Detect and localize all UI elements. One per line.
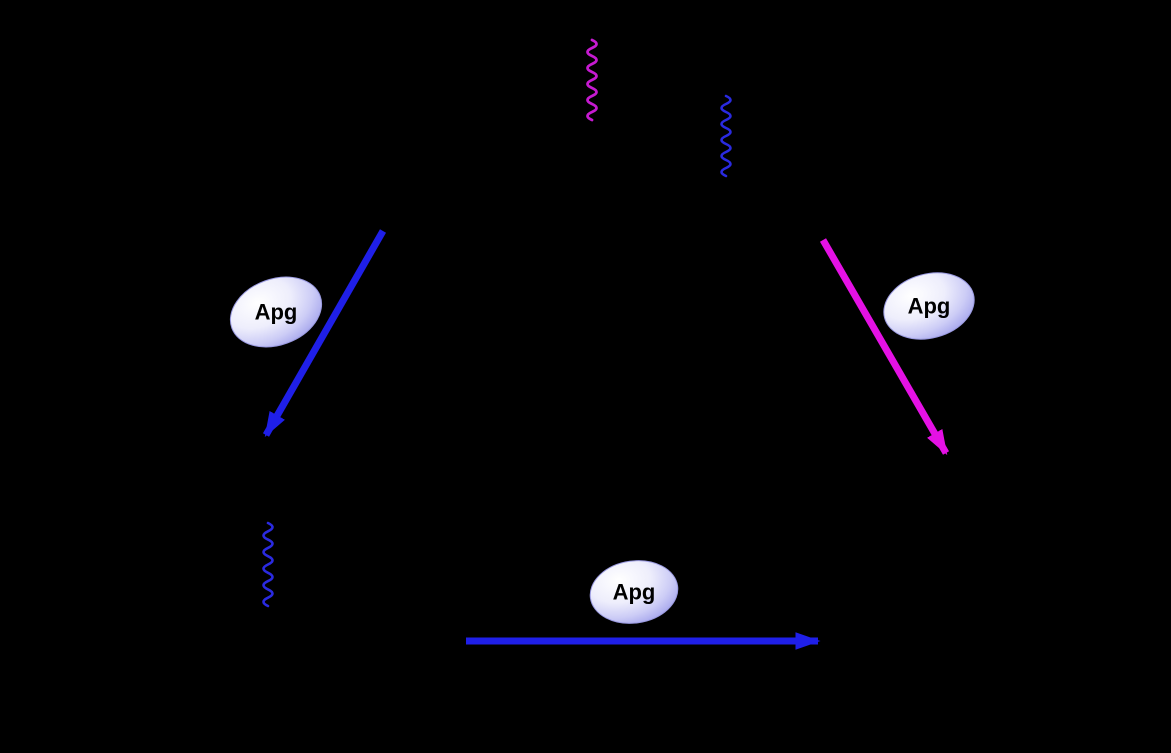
- enzyme-label-right: Apg: [908, 294, 951, 319]
- lipid-squiggle-blue-left: [262, 521, 274, 608]
- enzyme-ellipse-bottom: [589, 560, 679, 624]
- apg-enzyme-left: Apg: [229, 276, 323, 348]
- apg-enzyme-bottom: Apg: [589, 560, 679, 624]
- lipid-squiggle-blue-top: [720, 94, 732, 178]
- enzyme-ellipse-right: [883, 272, 975, 340]
- conjugation-arrow-left: [262, 229, 387, 438]
- lipid-squiggle-magenta-top: [586, 38, 598, 122]
- enzyme-label-left: Apg: [255, 300, 298, 325]
- apg-enzyme-right: Apg: [883, 272, 975, 340]
- enzyme-ellipse-left: [229, 276, 323, 348]
- enzyme-label-bottom: Apg: [613, 580, 656, 605]
- conjugation-arrow-right: [819, 238, 950, 456]
